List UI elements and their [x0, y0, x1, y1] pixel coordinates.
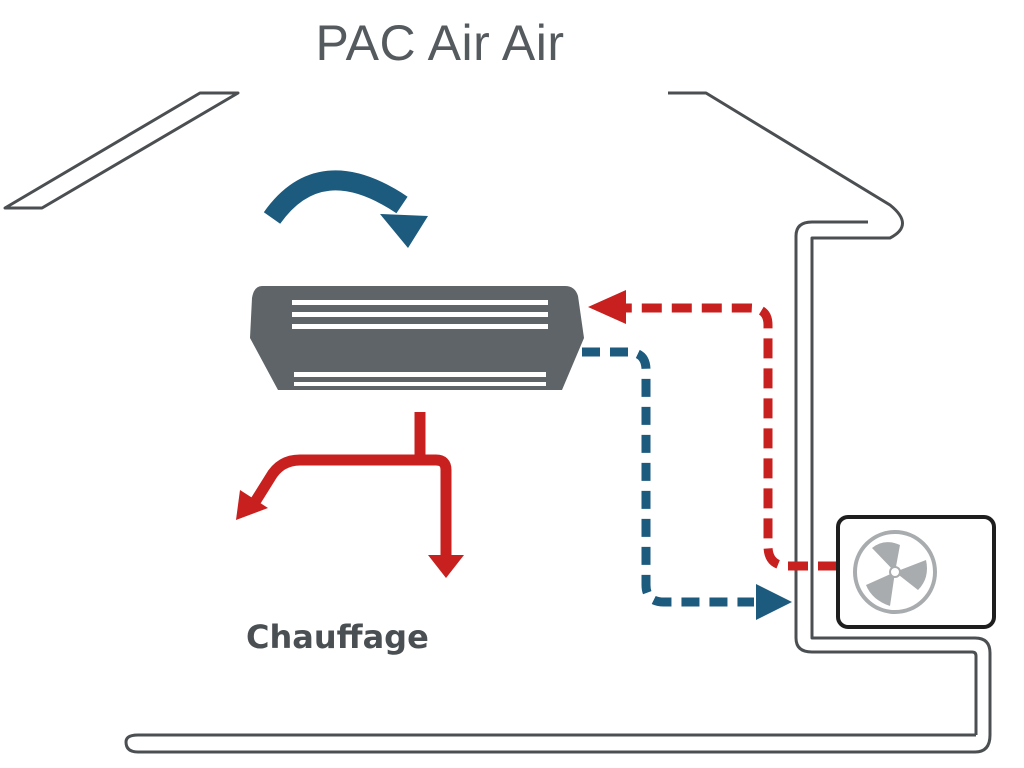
- curved-arrow-icon: [263, 170, 428, 248]
- roof-right-and-wall: [668, 91, 992, 735]
- mode-caption: Chauffage: [246, 618, 429, 656]
- diagram-title: PAC Air Air: [315, 15, 565, 71]
- roof-left: [3, 91, 240, 210]
- split-indoor-unit-icon: [250, 286, 584, 390]
- heat-output-arrows: [236, 412, 464, 578]
- cold-refrigerant-line: [582, 347, 792, 620]
- floor: [124, 733, 992, 754]
- hot-refrigerant-line: [588, 290, 838, 571]
- outdoor-fan-unit-icon: [836, 515, 996, 629]
